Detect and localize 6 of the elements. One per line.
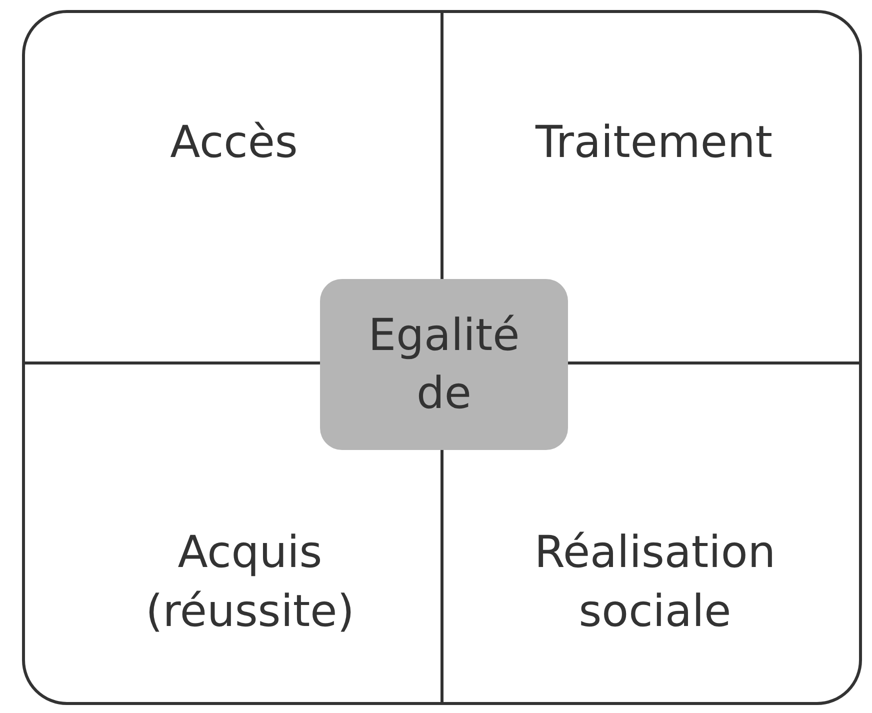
center-box: Egalité de — [320, 279, 568, 450]
quadrant-label: Réalisation sociale — [515, 523, 795, 653]
quadrant-label: Accès — [25, 113, 443, 183]
frame-box — [22, 10, 862, 705]
quadrant-label: Acquis (réussite) — [100, 523, 400, 653]
quadrant-label: Traitement — [445, 113, 863, 183]
